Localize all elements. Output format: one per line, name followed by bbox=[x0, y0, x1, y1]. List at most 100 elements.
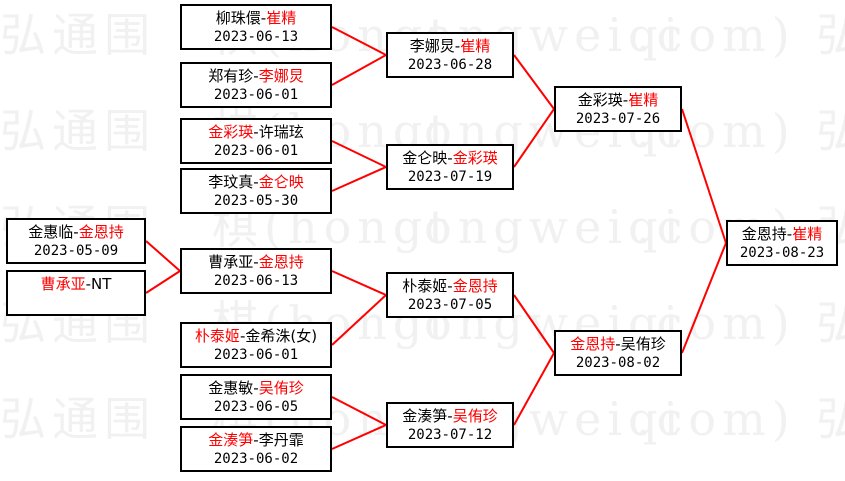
player-a-name: 曹承亚 bbox=[40, 274, 86, 293]
match-players: 金惠临-金恩持 bbox=[28, 222, 123, 242]
match-date: 2023-06-01 bbox=[213, 142, 299, 159]
player-separator: - bbox=[85, 274, 92, 293]
match-players: 金湊笋-李丹霏 bbox=[208, 430, 303, 450]
player-b-name: 金希洙(女) bbox=[245, 326, 318, 345]
player-b-name: 金恩持 bbox=[258, 252, 304, 271]
player-separator: - bbox=[253, 66, 259, 85]
player-separator: - bbox=[253, 252, 259, 271]
match-date: 2023-08-23 bbox=[739, 244, 825, 261]
match-players: 金仑映-金彩瑛 bbox=[402, 148, 497, 168]
match-date: 2023-07-12 bbox=[407, 426, 493, 443]
player-separator: - bbox=[615, 334, 621, 353]
player-a-name: 柳珠儇 bbox=[215, 8, 261, 27]
match-date: 2023-05-09 bbox=[33, 242, 119, 259]
match-players: 柳珠儇-崔精 bbox=[216, 8, 296, 28]
player-a-name: 金恩持 bbox=[570, 334, 616, 353]
player-separator: - bbox=[447, 148, 453, 167]
match-date: 2023-08-02 bbox=[575, 354, 661, 371]
match-date: 2023-06-02 bbox=[213, 450, 299, 467]
player-a-name: 金恩持 bbox=[741, 224, 787, 243]
match-date: 2023-06-01 bbox=[213, 86, 299, 103]
match-players: 曹承亚-NT bbox=[41, 274, 112, 294]
match-date: 2023-07-26 bbox=[575, 110, 661, 127]
player-a-name: 曹承亚 bbox=[208, 252, 254, 271]
player-separator: - bbox=[447, 406, 453, 425]
player-a-name: 金惠临 bbox=[28, 222, 74, 241]
match-players: 李娜炅-崔精 bbox=[410, 36, 490, 56]
player-b-name: NT bbox=[91, 274, 112, 293]
player-b-name: 崔精 bbox=[792, 224, 823, 243]
match-players: 金彩瑛-崔精 bbox=[578, 90, 658, 110]
player-separator: - bbox=[253, 172, 259, 191]
player-b-name: 许瑞玹 bbox=[258, 122, 304, 141]
player-b-name: 崔精 bbox=[628, 90, 659, 109]
player-separator: - bbox=[622, 90, 629, 109]
match-date: 2023-06-13 bbox=[213, 28, 299, 45]
player-separator: - bbox=[73, 222, 79, 241]
player-separator: - bbox=[239, 326, 246, 345]
player-a-name: 朴泰姬 bbox=[402, 276, 448, 295]
player-separator: - bbox=[447, 276, 453, 295]
player-a-name: 金仑映 bbox=[402, 148, 448, 167]
match-box[interactable]: 曹承亚-NT bbox=[6, 270, 146, 316]
player-separator: - bbox=[253, 122, 259, 141]
player-separator: - bbox=[253, 378, 259, 397]
player-b-name: 金恩持 bbox=[78, 222, 124, 241]
player-a-name: 郑有珍 bbox=[208, 66, 254, 85]
match-players: 金恩持-崔精 bbox=[742, 224, 822, 244]
player-a-name: 金彩瑛 bbox=[577, 90, 623, 109]
match-box[interactable]: 朴泰姬-金希洙(女)2023-06-01 bbox=[180, 322, 332, 368]
match-date: 2023-05-30 bbox=[213, 192, 299, 209]
player-b-name: 金恩持 bbox=[452, 276, 498, 295]
match-players: 金彩瑛-许瑞玹 bbox=[208, 122, 303, 142]
match-players: 郑有珍-李娜炅 bbox=[208, 66, 303, 86]
match-date: 2023-06-05 bbox=[213, 398, 299, 415]
match-date: 2023-07-19 bbox=[407, 168, 493, 185]
player-a-name: 朴泰姬 bbox=[194, 326, 240, 345]
player-separator: - bbox=[253, 430, 259, 449]
match-date: 2023-06-28 bbox=[407, 56, 493, 73]
match-date: 2023-06-13 bbox=[213, 272, 299, 289]
player-separator: - bbox=[260, 8, 267, 27]
player-separator: - bbox=[454, 36, 461, 55]
player-a-name: 李玟真 bbox=[208, 172, 254, 191]
player-b-name: 吴侑珍 bbox=[620, 334, 666, 353]
player-a-name: 金湊笋 bbox=[208, 430, 254, 449]
player-b-name: 金仑映 bbox=[258, 172, 304, 191]
player-a-name: 金惠敏 bbox=[208, 378, 254, 397]
match-date: 2023-07-05 bbox=[407, 296, 493, 313]
player-b-name: 吴侑珍 bbox=[258, 378, 304, 397]
player-b-name: 李娜炅 bbox=[258, 66, 304, 85]
player-a-name: 李娜炅 bbox=[409, 36, 455, 55]
match-players: 曹承亚-金恩持 bbox=[208, 252, 303, 272]
match-players: 金恩持-吴侑珍 bbox=[570, 334, 665, 354]
player-a-name: 金彩瑛 bbox=[208, 122, 254, 141]
match-players: 金惠敏-吴侑珍 bbox=[208, 378, 303, 398]
match-players: 李玟真-金仑映 bbox=[208, 172, 303, 192]
player-b-name: 吴侑珍 bbox=[452, 406, 498, 425]
match-date: 2023-06-01 bbox=[213, 346, 299, 363]
player-a-name: 金湊笋 bbox=[402, 406, 448, 425]
player-b-name: 崔精 bbox=[266, 8, 297, 27]
match-players: 金湊笋-吴侑珍 bbox=[402, 406, 497, 426]
player-b-name: 李丹霏 bbox=[258, 430, 304, 449]
match-players: 朴泰姬-金希洙(女) bbox=[195, 326, 317, 346]
player-b-name: 崔精 bbox=[460, 36, 491, 55]
